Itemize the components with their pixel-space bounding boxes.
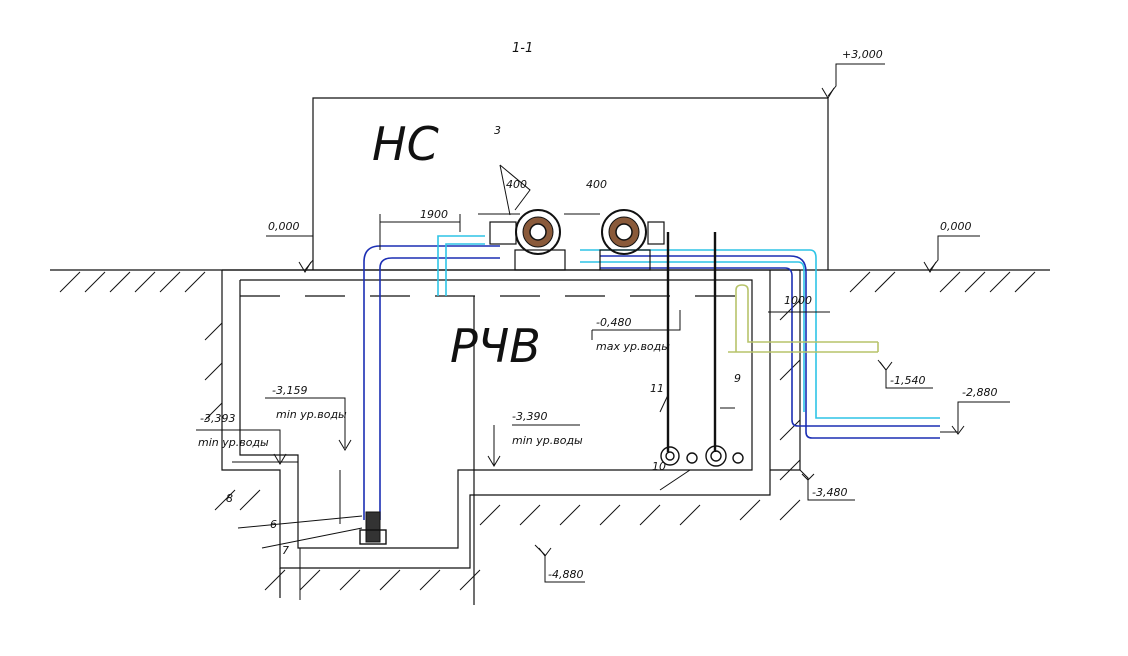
pump-station-outline [312,97,829,270]
ground-hatching [59,271,1036,591]
valve-discs [660,445,744,467]
elev-ground-left: 0,000 [268,220,300,233]
pump-unit-right [599,209,665,271]
elev-top: +3,000 [842,48,883,61]
dim-400-left: 400 [506,178,527,191]
callout-9: 9 [734,372,741,385]
elev-overflow-pipe: -1,540 [890,374,925,387]
pressure-pipe-cyan [437,235,940,419]
zone-label-pump-station: НС [372,117,439,171]
callout-3: 3 [494,124,501,137]
gate-rods [666,232,717,452]
max-water-caption: max ур.воды [596,340,670,353]
callout-10: 10 [652,460,666,473]
callout-6: 6 [270,518,277,531]
zone-label-reservoir: РЧВ [450,319,541,373]
overflow-pipe-green [728,284,879,353]
dim-1900: 1900 [420,208,448,221]
elev-outlet-pipe: -2,880 [962,386,997,399]
elevation-markers [273,87,965,557]
submersible-pump [359,511,387,545]
elev-ground-right: 0,000 [940,220,972,233]
dim-400-right: 400 [586,178,607,191]
min-water-caption-b: min ур.воды [198,436,269,449]
elev-min-water-c: -3,390 [512,410,547,423]
reservoir-outline [221,269,801,605]
elev-min-water-a: -3,159 [272,384,307,397]
elev-min-water-b: -3,393 [200,412,235,425]
callout-8: 8 [226,492,233,505]
elev-pit-bottom: -4,880 [548,568,583,581]
dim-1000: 1000 [784,294,812,307]
callout-7: 7 [282,544,289,557]
section-title: 1-1 [512,41,533,56]
min-water-caption-c: min ур.воды [512,434,583,447]
min-water-caption-a: min ур.воды [276,408,347,421]
elev-max-water: -0,480 [596,316,631,329]
annotation-lines [196,63,1010,600]
callout-11: 11 [650,382,664,395]
pump-unit-left [489,209,566,271]
elev-reservoir-bottom: -3,480 [812,486,847,499]
